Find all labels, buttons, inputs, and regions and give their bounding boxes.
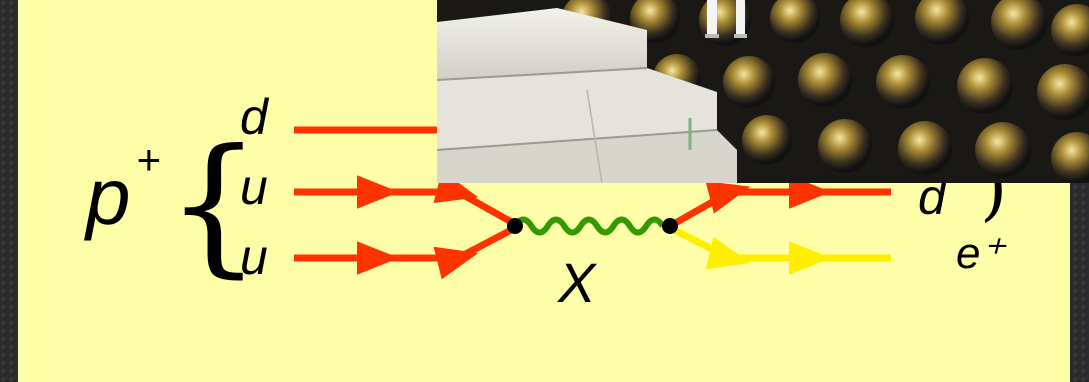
incoming-quark-line-top (294, 170, 517, 228)
incoming-quark-line-bottom (294, 224, 517, 280)
quark-label-d: d (240, 89, 270, 145)
outgoing-positron-line (668, 224, 891, 275)
outgoing-quark-line (668, 175, 891, 230)
vertex-right (662, 218, 678, 234)
proton-brace: { (166, 118, 261, 292)
x-boson-line (512, 216, 666, 236)
proton-charge: + (136, 136, 161, 183)
proton-label: p (84, 152, 131, 241)
quark-label-u-bottom: u (240, 229, 268, 285)
feynman-diagram: p + { d u u X d ) e⁺ (84, 89, 1007, 314)
mediator-label: X (556, 251, 598, 314)
platform-slabs (437, 8, 737, 183)
vertex-left (507, 218, 523, 234)
quark-label-u-top: u (240, 159, 268, 215)
person-figure (705, 0, 747, 38)
positron-label: e⁺ (956, 229, 1007, 278)
detector-photo (437, 0, 1089, 183)
